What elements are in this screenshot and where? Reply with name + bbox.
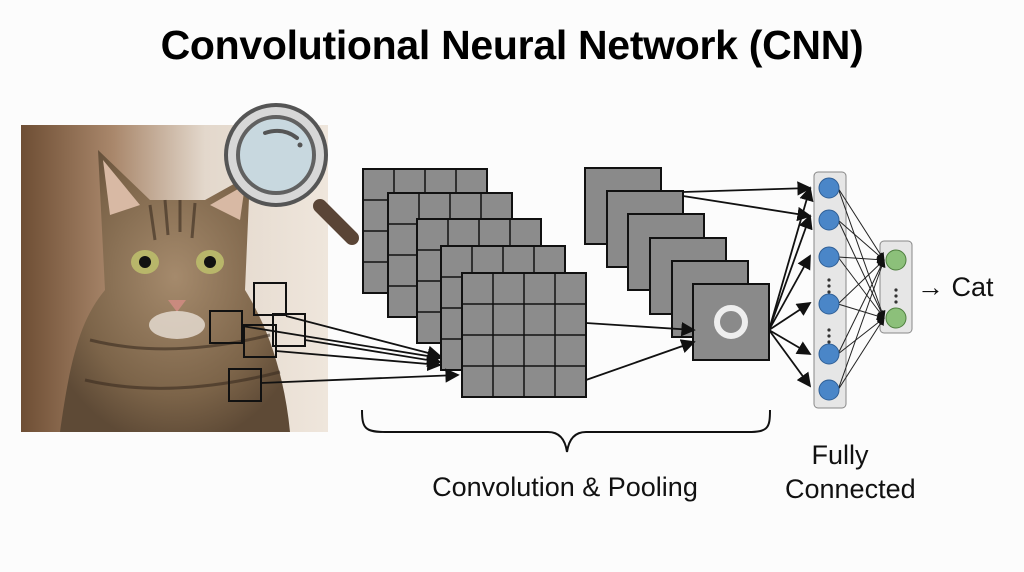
ellipsis-dot [894,300,898,304]
ellipsis-dot [827,290,831,294]
fc-connection [837,259,885,355]
fc-connection [837,219,885,319]
conv-pool-label: Convolution & Pooling [432,472,698,502]
ellipsis-dot [827,284,831,288]
pooled-feature-maps [584,167,770,361]
arrow [304,339,442,368]
arrow [585,322,696,337]
feature-map [461,272,587,398]
hidden-node [818,343,840,365]
fc-connection [837,187,886,319]
feature-pattern [714,305,748,339]
arrow [768,329,812,388]
ellipsis-dot [894,288,898,292]
ellipsis-dot [827,340,831,344]
fc-connection [837,259,886,391]
hidden-layer-panel [813,171,847,409]
patch-box [253,282,287,316]
arrow [682,195,812,222]
fc-connection [837,317,885,391]
arrow [260,368,460,384]
fully-connected-label: Fully Connected [775,438,916,506]
conv-feature-maps [362,168,587,398]
ellipsis-dot [827,278,831,282]
arrow [768,329,812,355]
receptive-field-patches [209,282,306,402]
hidden-node [818,209,840,231]
pooled-map [692,283,770,361]
patch-box [243,324,277,358]
output-label: → Cat [917,270,1024,304]
hidden-node [818,379,840,401]
diagram-title: Convolutional Neural Network (CNN) [160,22,864,68]
fc-connection [837,187,885,261]
hidden-node [818,177,840,199]
ellipsis-dot [827,334,831,338]
magnifying-glass-icon [224,103,359,245]
output-node [885,249,907,271]
conv-pool-brace [361,409,771,453]
arrow [275,350,442,372]
fc-connection [837,256,885,319]
output-arrow: → [917,272,944,302]
fully-connected-text: Fully Connected [785,440,916,504]
patch-box [272,313,306,347]
output-node [885,307,907,329]
connection-arrows [241,181,814,388]
arrow [285,315,442,360]
arrow [768,254,811,331]
patch-box [209,310,243,344]
arrow [768,302,812,331]
output-class: Cat [951,272,994,302]
fully-connected-layer [813,171,913,409]
ellipsis-dot [827,328,831,332]
arrow [585,339,696,381]
arrow [768,186,814,331]
fc-connection [837,317,885,355]
ellipsis-dot [894,294,898,298]
hidden-node [818,246,840,268]
fc-connection [837,303,885,320]
fc-connection [837,219,885,261]
fc-connection [837,259,885,305]
patch-box [228,368,262,402]
arrow [682,181,812,196]
arrow [768,214,813,331]
hidden-node [818,293,840,315]
arrow [241,325,442,364]
